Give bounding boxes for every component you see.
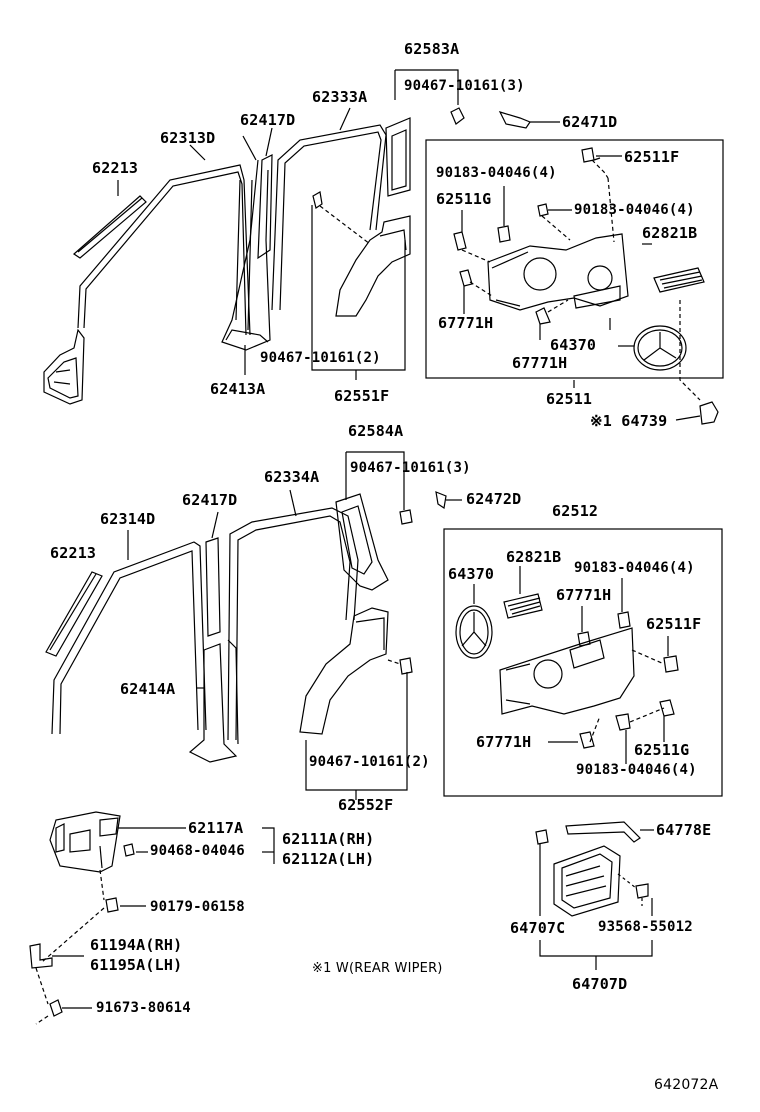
bracket-62111a [49, 811, 121, 873]
diagram-code: 642072A [654, 1077, 719, 1093]
molding-62213-lower [45, 571, 103, 657]
label-90179-06158: 90179-06158 [150, 899, 245, 915]
leaders-upper [117, 69, 560, 380]
label-67771h-a: 67771H [438, 314, 494, 332]
pillar-62414a [188, 511, 239, 763]
arch-trim-62551f [335, 215, 411, 317]
label-62512: 62512 [552, 502, 599, 520]
label-62213-a: 62213 [92, 159, 139, 177]
label-90468-04046: 90468-04046 [150, 843, 245, 859]
label-62334a: 62334A [264, 468, 320, 486]
label-61194a: 61194A(RH) [90, 936, 183, 954]
cover-64370-upper [633, 325, 687, 371]
label-67771h-c: 67771H [556, 586, 612, 604]
label-64707d: 64707D [572, 975, 628, 993]
label-62511g-b: 62511G [634, 741, 690, 759]
grille-62821b-lower [503, 593, 543, 619]
label-62821b-a: 62821B [642, 224, 698, 242]
label-64739: ※1 64739 [590, 412, 668, 430]
label-62583a: 62583A [404, 40, 460, 58]
clips-62511-upper [453, 147, 615, 325]
cover-64370-lower [455, 605, 493, 659]
label-67771h-d: 67771H [476, 733, 532, 751]
label-62511: 62511 [546, 390, 593, 408]
label-62551f: 62551F [334, 387, 390, 405]
pad-62584a [335, 493, 389, 591]
label-62511f-b: 62511F [646, 615, 702, 633]
cover-piece-upper [43, 328, 85, 405]
screw-93568 [617, 873, 653, 916]
clips-62512 [577, 611, 679, 749]
label-90467-10161-a: 90467-10161(3) [404, 78, 525, 94]
arch-trim-62552f [299, 607, 389, 735]
label-62413a: 62413A [210, 380, 266, 398]
label-62414a: 62414A [120, 680, 176, 698]
pillar-62413a-upper [221, 154, 273, 351]
weatherstrip-62333a [271, 124, 387, 311]
box-62512 [443, 528, 723, 797]
label-61195a: 61195A(LH) [90, 956, 183, 974]
leaders-62511 [461, 155, 652, 347]
leaders-64707 [539, 844, 653, 970]
dashed-lower-left [35, 869, 105, 1025]
label-67771h-b: 67771H [512, 354, 568, 372]
wiper-note: ※1 W(REAR WIPER) [312, 961, 443, 976]
label-90183-04046-b: 90183-04046(4) [574, 202, 695, 218]
label-62584a: 62584A [348, 422, 404, 440]
label-93568-55012: 93568-55012 [598, 919, 693, 935]
clip-90467-upper-left [312, 191, 371, 245]
label-62313d: 62313D [160, 129, 216, 147]
clip-64739 [675, 300, 719, 425]
label-90183-04046-d: 90183-04046(4) [576, 762, 697, 778]
panel-62511 [487, 233, 629, 311]
molding-62213-upper [73, 195, 147, 259]
label-62552f: 62552F [338, 796, 394, 814]
label-62112a: 62112A(LH) [282, 850, 375, 868]
label-62117a: 62117A [188, 819, 244, 837]
weatherstrip-62313d [77, 164, 251, 336]
bracket-61194a [29, 943, 53, 969]
weatherstrip-62334a [227, 489, 359, 741]
box-64707c [535, 829, 621, 917]
clips-middle [387, 491, 447, 675]
label-62511f-a: 62511F [624, 148, 680, 166]
label-62511g-a: 62511G [436, 190, 492, 208]
label-62417d-b: 62417D [182, 491, 238, 509]
leaders-middle [305, 451, 462, 800]
label-62821b-b: 62821B [506, 548, 562, 566]
label-64778e: 64778E [656, 821, 712, 839]
clips-lower-left [49, 843, 135, 1017]
label-90183-04046-c: 90183-04046(4) [574, 560, 695, 576]
leaders-lower-left [52, 827, 275, 1009]
label-90467-10161-d: 90467-10161(2) [309, 754, 430, 770]
tool-64778e [565, 821, 654, 843]
grille-62821b-upper [653, 267, 705, 293]
label-62471d: 62471D [562, 113, 618, 131]
label-62472d: 62472D [466, 490, 522, 508]
label-62111a: 62111A(RH) [282, 830, 375, 848]
pad-62583a [385, 117, 411, 197]
box-62511 [425, 139, 724, 388]
panel-62512 [499, 627, 635, 715]
label-91673-80614: 91673-80614 [96, 1000, 191, 1016]
label-90467-10161-b: 90467-10161(2) [260, 350, 381, 366]
label-62213-b: 62213 [50, 544, 97, 562]
label-90183-04046-a: 90183-04046(4) [436, 165, 557, 181]
leaders-62512 [473, 566, 669, 764]
label-90467-10161-c: 90467-10161(3) [350, 460, 471, 476]
label-64707c: 64707C [510, 919, 566, 937]
label-62314d: 62314D [100, 510, 156, 528]
label-62333a: 62333A [312, 88, 368, 106]
label-64370-b: 64370 [448, 565, 495, 583]
label-62417d-a: 62417D [240, 111, 296, 129]
label-64370-a: 64370 [550, 336, 597, 354]
weatherstrip-62314d [51, 530, 207, 735]
